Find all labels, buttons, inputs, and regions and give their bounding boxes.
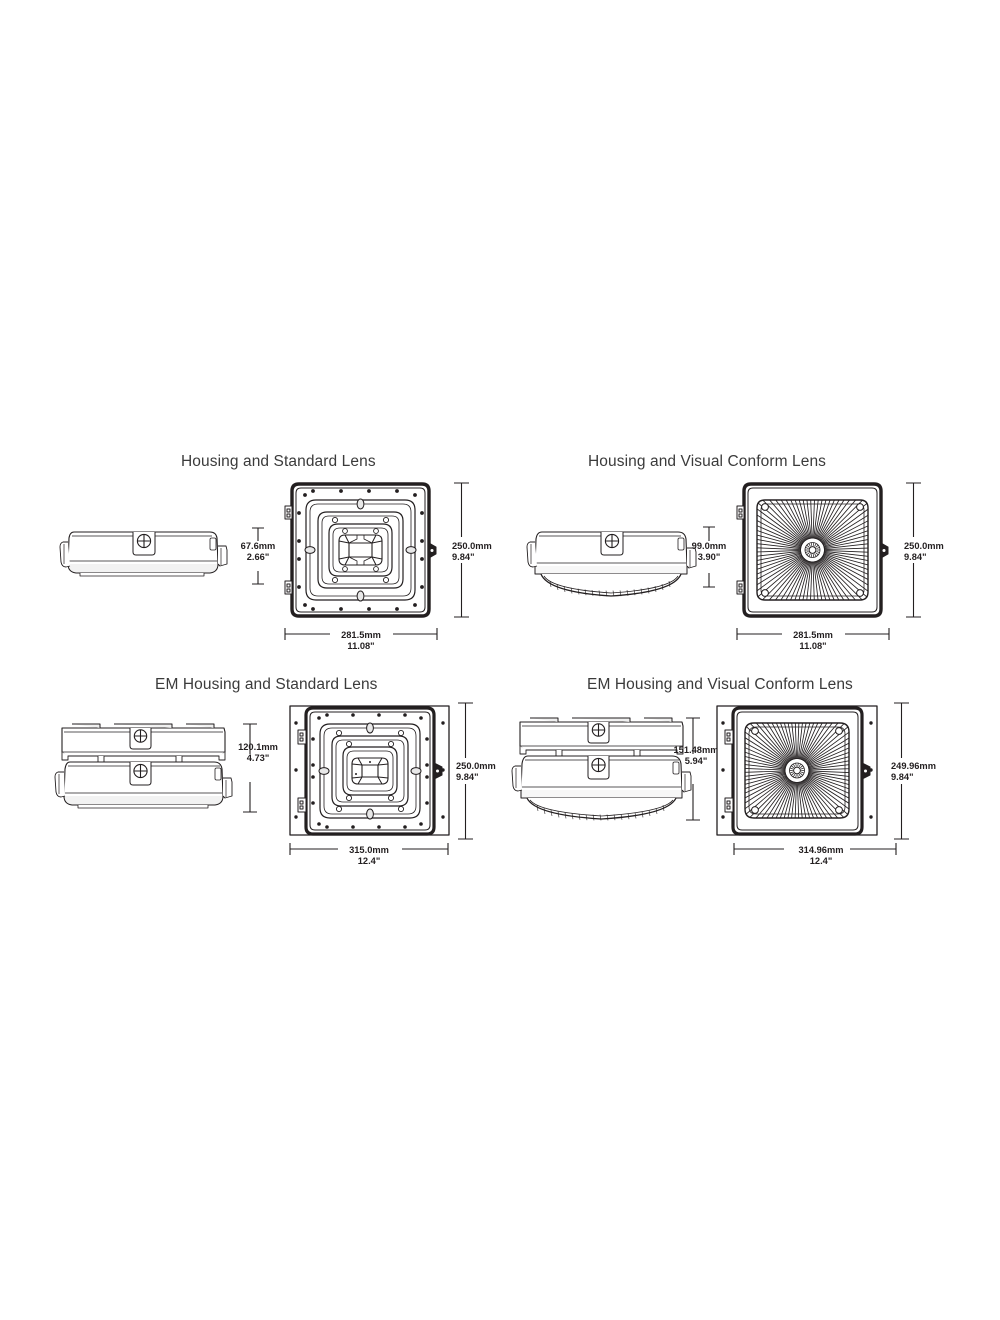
panel-em-housing-standard-lens: EM Housing and Standard Lens [0, 660, 500, 1320]
panel-title: EM Housing and Standard Lens [155, 676, 378, 693]
dim-depth-line-vertical [894, 702, 909, 840]
side-elevation-em-standard [54, 723, 233, 809]
panel-em-housing-visual-conform-lens: EM Housing and Visual Conform Lens [500, 660, 1000, 1320]
dim-width-line-horizontal [736, 628, 890, 640]
side-elevation-visual-conform [526, 531, 697, 597]
panel-housing-visual-conform-lens: Housing and Visual Conform Lens [500, 0, 1000, 660]
dim-depth-line-vertical [458, 702, 473, 840]
dim-height-line-vertical [243, 723, 257, 813]
panel-title: Housing and Visual Conform Lens [588, 453, 827, 470]
side-elevation-em-visual-conform [511, 717, 692, 821]
dim-width-line-horizontal [733, 843, 897, 855]
panel-title: EM Housing and Visual Conform Lens [587, 676, 853, 693]
dim-width-line-horizontal [284, 628, 438, 640]
dim-height-line-vertical [252, 527, 264, 585]
dim-depth-line-vertical [454, 482, 469, 618]
dim-height-line-vertical [703, 526, 715, 588]
dim-width-line-horizontal [289, 843, 449, 855]
dim-height-line-vertical [686, 717, 700, 821]
panel-title: Housing and Standard Lens [181, 453, 376, 470]
front-plan-em-visual-conform-lens [716, 705, 878, 836]
side-elevation-standard [59, 531, 228, 577]
front-plan-visual-conform-lens [736, 482, 889, 618]
front-plan-em-standard-lens [289, 705, 450, 836]
front-plan-standard-lens [284, 482, 437, 618]
dim-depth-line-vertical [906, 482, 921, 618]
panel-housing-standard-lens: Housing and Standard Lens [0, 0, 500, 660]
